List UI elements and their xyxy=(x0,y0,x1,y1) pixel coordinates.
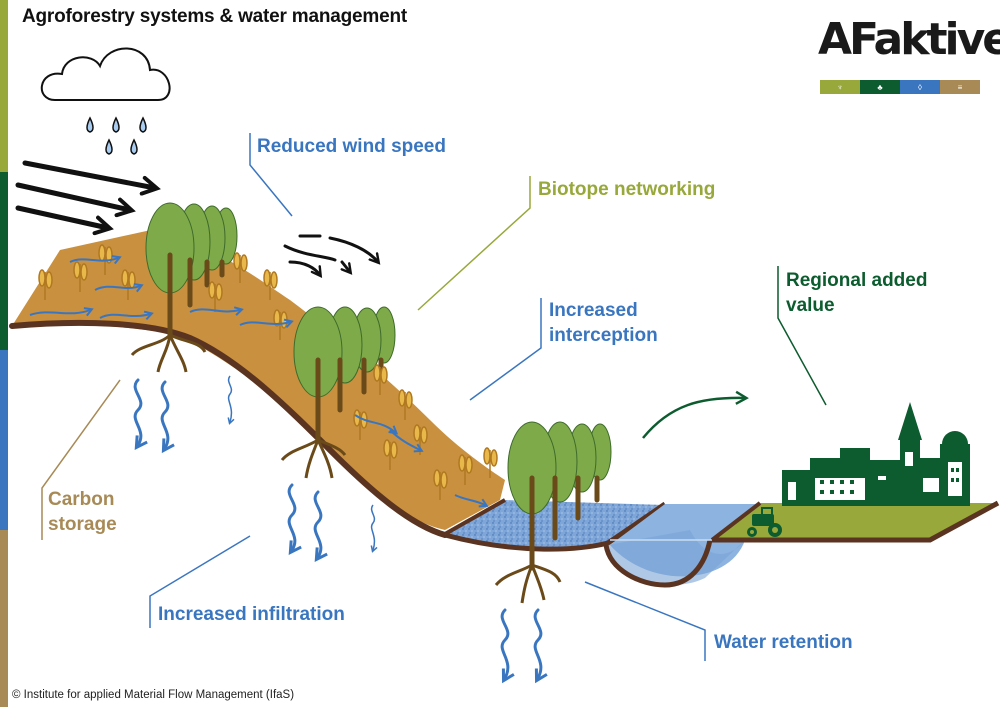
label-reduced-wind-speed: Reduced wind speed xyxy=(257,136,446,157)
tree-icon: ♣ xyxy=(860,80,900,94)
water-drop-icon: ◊ xyxy=(900,80,940,94)
label-biotope-networking: Biotope networking xyxy=(538,179,716,200)
tree-group-2 xyxy=(280,306,396,479)
grain-icon: ♆ xyxy=(820,80,860,94)
wind-arrows-icon xyxy=(15,160,161,236)
surface-flow-arrows-icon xyxy=(29,255,489,508)
tree-group-3 xyxy=(494,421,612,604)
label-carbon-storage: Carbon storage xyxy=(48,487,117,537)
leader-lines xyxy=(41,133,827,661)
roots-icon xyxy=(130,333,207,373)
logo-wordmark: AFaktive xyxy=(818,14,1000,65)
reduced-wind-arrows-icon xyxy=(283,234,381,278)
label-increased-interception-line1: Increased xyxy=(549,300,638,321)
cloud-icon xyxy=(40,47,171,101)
town-ground xyxy=(710,500,1000,543)
strip-blue xyxy=(0,350,8,530)
value-arrow-icon xyxy=(642,390,749,439)
label-carbon-storage-line1: Carbon xyxy=(48,489,115,510)
page-title: Agroforestry systems & water management xyxy=(22,6,408,27)
label-carbon-storage-line2: storage xyxy=(48,514,117,535)
label-water-retention: Water retention xyxy=(714,632,853,653)
label-increased-interception-line2: interception xyxy=(549,325,658,346)
soil-icon: ≡ xyxy=(940,80,980,94)
label-regional-added-value: Regional added value xyxy=(786,268,927,318)
raindrops-icon xyxy=(86,116,147,155)
strip-tan xyxy=(0,530,8,707)
label-increased-infiltration: Increased infiltration xyxy=(158,604,345,625)
pond xyxy=(603,504,760,588)
label-regional-added-value-line1: Regional added xyxy=(786,270,928,291)
label-increased-interception: Increased interception xyxy=(549,298,658,348)
tractor-icon xyxy=(747,507,782,537)
hillside-field xyxy=(9,228,505,538)
town-buildings-icon xyxy=(782,402,970,506)
infiltration-arrows-icon xyxy=(133,378,548,684)
afaktive-logo: AFaktive ♆ ♣ ◊ ≡ xyxy=(818,14,1000,96)
copyright-notice: © Institute for applied Material Flow Ma… xyxy=(12,689,295,701)
tree-group-1 xyxy=(130,202,238,373)
strip-olive xyxy=(0,0,8,172)
logo-color-bars: ♆ ♣ ◊ ≡ xyxy=(820,80,980,94)
strip-dark-green xyxy=(0,172,8,350)
label-regional-added-value-line2: value xyxy=(786,295,835,316)
